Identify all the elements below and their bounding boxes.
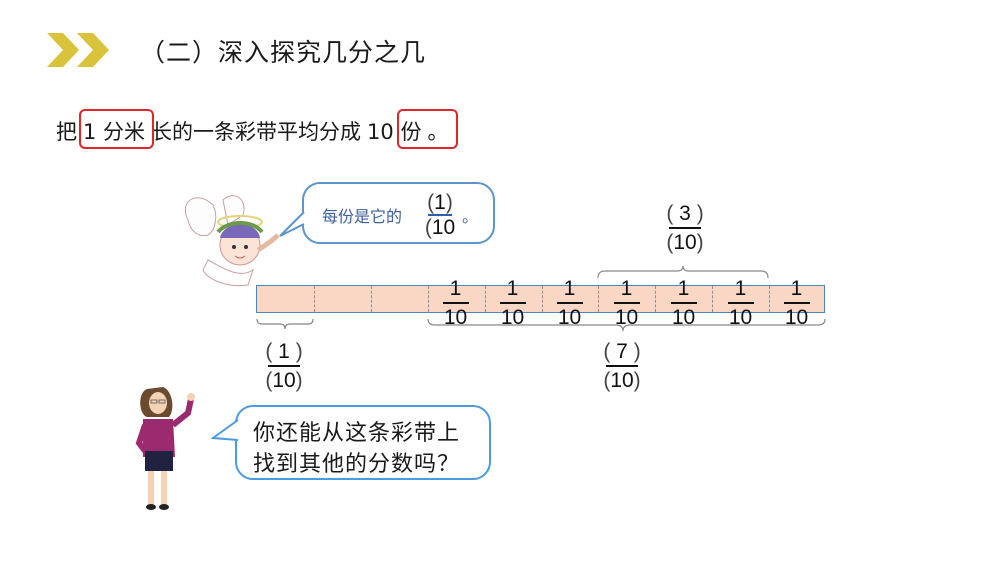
segment-divider xyxy=(427,286,429,312)
problem-suffix: 。 xyxy=(427,120,449,144)
fraction-denominator: 10 xyxy=(272,369,296,392)
segment-divider xyxy=(712,286,714,312)
problem-prefix: 把 xyxy=(56,120,77,144)
highlight-length: 1 分米 xyxy=(83,120,146,144)
angel-bubble-fraction: (1) (10 xyxy=(424,191,456,239)
segment-divider xyxy=(541,286,543,312)
highlight-box-1dm xyxy=(79,109,154,149)
teacher-speech-bubble xyxy=(235,405,491,480)
top-brace xyxy=(597,265,769,279)
segment-divider xyxy=(313,286,315,312)
double-chevron-right-icon xyxy=(47,33,109,67)
teacher-bubble-tail xyxy=(211,419,239,441)
teacher-illustration xyxy=(135,387,195,510)
section-title: （二）深入探究几分之几 xyxy=(140,38,427,67)
problem-middle: 长的一条彩带平均分成 xyxy=(151,120,362,144)
segment-divider xyxy=(370,286,372,312)
angel-speech-bubble xyxy=(302,182,495,244)
segment-divider xyxy=(484,286,486,312)
segment-divider xyxy=(598,286,600,312)
segment-divider xyxy=(769,286,771,312)
bottom-left-brace-fraction: ( 1 ) (10) xyxy=(265,340,303,392)
bottom-right-brace-fraction: ( 7 ) (10) xyxy=(603,340,641,392)
top-brace-fraction: ( 3 ) (10) xyxy=(666,202,704,254)
ribbon-strip xyxy=(256,285,825,313)
highlight-parts: 10 份 xyxy=(367,120,422,144)
fraction-numerator: 1 xyxy=(434,191,446,214)
bottom-left-brace xyxy=(256,318,314,330)
segment-divider xyxy=(655,286,657,312)
fraction-numerator: 3 xyxy=(679,202,691,225)
highlight-box-10parts xyxy=(397,109,458,149)
bottom-right-brace xyxy=(427,318,826,332)
fraction-denominator: 10 xyxy=(610,369,634,392)
fraction-numerator: 1 xyxy=(278,340,290,363)
teacher-bubble-line1: 你还能从这条彩带上 xyxy=(253,421,461,446)
angel-bubble-text: 每份是它的 xyxy=(322,207,403,226)
angel-bubble-period: 。 xyxy=(462,207,479,226)
angel-illustration xyxy=(184,195,280,287)
fraction-numerator: 7 xyxy=(616,340,628,363)
fraction-denominator: 10 xyxy=(673,231,697,254)
angel-bubble-tail xyxy=(279,211,305,237)
teacher-bubble-line2: 找到其他的分数吗？ xyxy=(253,452,461,477)
fraction-denominator: 10 xyxy=(431,216,456,239)
